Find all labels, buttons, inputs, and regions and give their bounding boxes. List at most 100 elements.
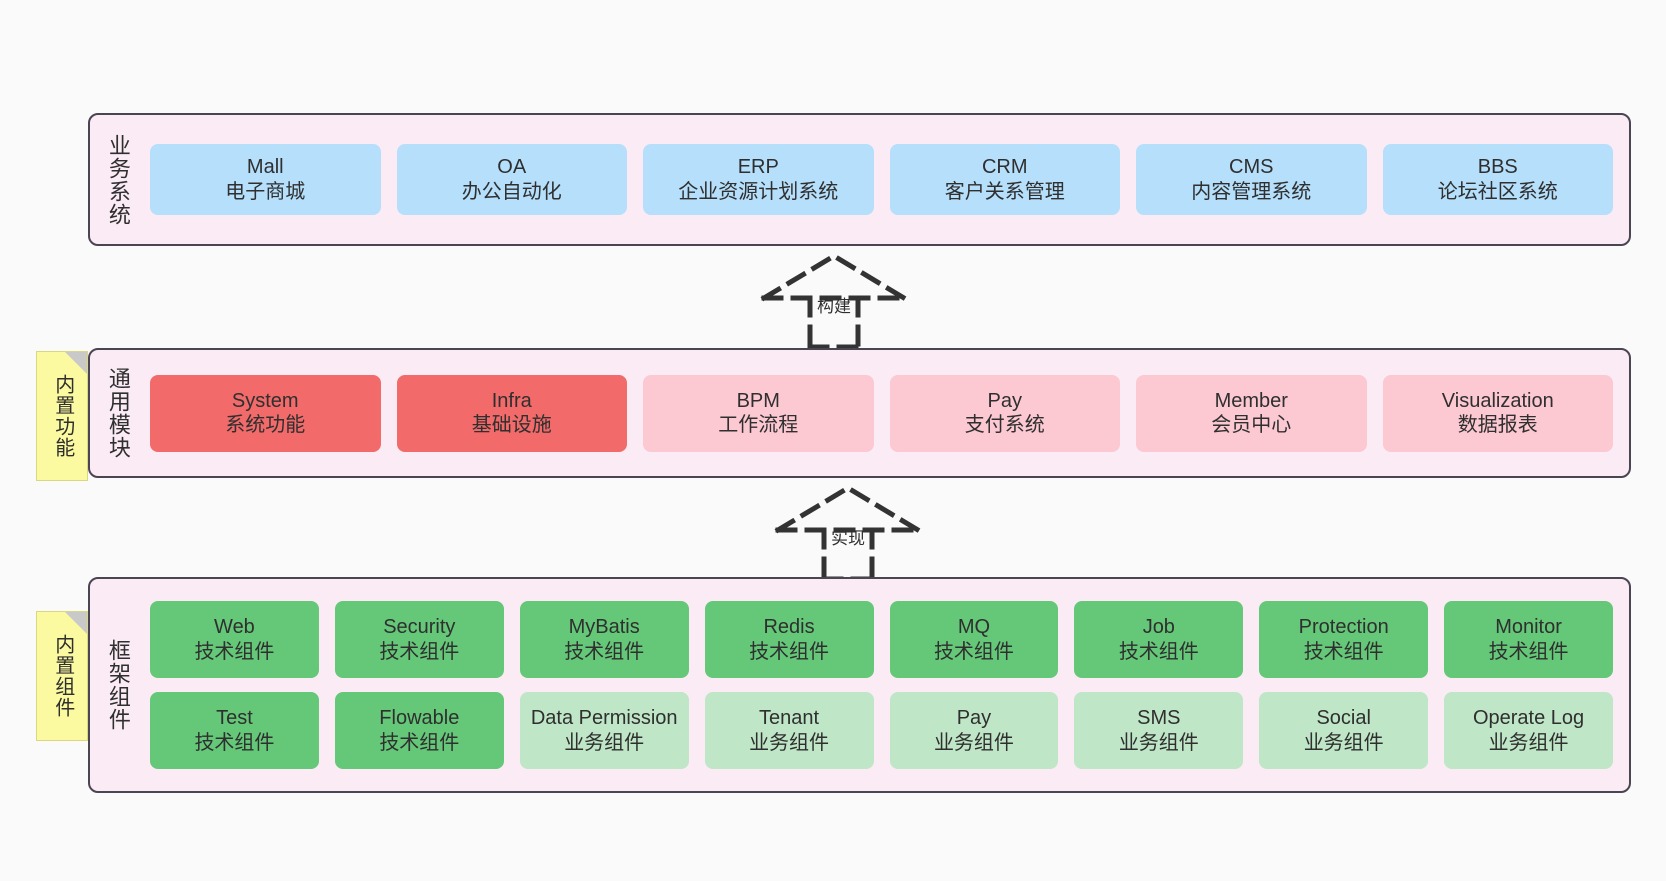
dashed-hollow-arrow-icon: [760, 253, 908, 353]
node-subtitle: 业务组件: [1303, 731, 1384, 754]
note-label: 内置组件: [51, 634, 74, 718]
node-bbs[interactable]: BBS 论坛社区系统: [1382, 144, 1613, 215]
cell-row: Web 技术组件 Security 技术组件 MyBatis 技术组件 Redi…: [150, 601, 1613, 678]
node-title: Job: [1142, 616, 1175, 639]
node-title: Flowable: [379, 707, 460, 730]
node-title: Protection: [1298, 616, 1389, 639]
node-tenant[interactable]: Tenant 业务组件: [704, 692, 874, 769]
node-subtitle: 企业资源计划系统: [678, 180, 839, 203]
connector-build: 构建: [744, 250, 924, 353]
node-erp[interactable]: ERP 企业资源计划系统: [643, 144, 874, 215]
node-mybatis[interactable]: MyBatis 技术组件: [519, 601, 689, 678]
layer-title-business-systems: 业务系统: [105, 133, 131, 226]
node-flowable[interactable]: Flowable 技术组件: [334, 692, 504, 769]
node-test[interactable]: Test 技术组件: [150, 692, 319, 769]
node-title: Security: [383, 616, 456, 639]
dashed-hollow-arrow-icon: [774, 485, 922, 585]
layer-body-business-systems: Mall 电子商城 OA 办公自动化 ERP 企业资源计划系统 CRM 客户关系…: [146, 115, 1629, 244]
node-subtitle: 办公自动化: [461, 180, 562, 203]
note-label: 内置功能: [51, 374, 74, 458]
node-crm[interactable]: CRM 客户关系管理: [889, 144, 1120, 215]
connector-implement: 实现: [758, 482, 938, 585]
node-title: CRM: [981, 156, 1028, 179]
cell-row: System 系统功能 Infra 基础设施 BPM 工作流程 Pay 支付系统…: [150, 374, 1613, 452]
node-subtitle: 业务组件: [749, 731, 830, 754]
node-subtitle: 技术组件: [564, 640, 645, 663]
node-subtitle: 系统功能: [225, 414, 306, 436]
node-job[interactable]: Job 技术组件: [1074, 601, 1244, 678]
layer-common-modules: 通用模块 System 系统功能 Infra 基础设施 BPM 工作流程 Pay…: [88, 348, 1631, 478]
node-visualization[interactable]: Visualization 数据报表: [1382, 374, 1613, 452]
node-system[interactable]: System 系统功能: [150, 374, 381, 452]
node-subtitle: 业务组件: [933, 731, 1014, 754]
layer-title-framework-components: 框架组件: [105, 639, 131, 731]
node-title: Web: [214, 616, 255, 639]
node-title: Social: [1316, 707, 1371, 730]
node-subtitle: 内容管理系统: [1191, 180, 1312, 203]
node-sms[interactable]: SMS 业务组件: [1074, 692, 1244, 769]
node-subtitle: 业务组件: [564, 731, 645, 754]
node-cms[interactable]: CMS 内容管理系统: [1136, 144, 1367, 215]
node-data-permission[interactable]: Data Permission 业务组件: [519, 692, 689, 769]
node-subtitle: 基础设施: [471, 414, 552, 436]
node-title: Visualization: [1441, 389, 1554, 412]
node-oa[interactable]: OA 办公自动化: [396, 144, 627, 215]
node-title: Infra: [491, 389, 532, 412]
node-member[interactable]: Member 会员中心: [1136, 374, 1367, 452]
cell-row: Mall 电子商城 OA 办公自动化 ERP 企业资源计划系统 CRM 客户关系…: [150, 144, 1613, 215]
node-title: Monitor: [1495, 616, 1562, 639]
node-security[interactable]: Security 技术组件: [334, 601, 504, 678]
node-title: OA: [497, 156, 527, 179]
node-protection[interactable]: Protection 技术组件: [1259, 601, 1429, 678]
node-redis[interactable]: Redis 技术组件: [704, 601, 874, 678]
node-title: MyBatis: [568, 616, 640, 639]
node-title: Member: [1214, 389, 1288, 412]
node-title: MQ: [957, 616, 991, 639]
node-subtitle: 技术组件: [194, 731, 275, 754]
node-subtitle: 技术组件: [379, 731, 460, 754]
node-subtitle: 技术组件: [933, 640, 1014, 663]
layer-business-systems: 业务系统 Mall 电子商城 OA 办公自动化 ERP 企业资源计划系统 CRM…: [88, 113, 1631, 246]
node-web[interactable]: Web 技术组件: [150, 601, 319, 678]
note-builtin-components: 内置组件: [36, 611, 88, 741]
node-subtitle: 业务组件: [1488, 731, 1569, 754]
node-bpm[interactable]: BPM 工作流程: [643, 374, 874, 452]
node-subtitle: 技术组件: [1488, 640, 1569, 663]
node-subtitle: 工作流程: [718, 414, 799, 436]
node-monitor[interactable]: Monitor 技术组件: [1444, 601, 1613, 678]
node-title: SMS: [1137, 707, 1181, 730]
layer-framework-components: 框架组件 Web 技术组件 Security 技术组件 MyBatis 技术组件…: [88, 577, 1631, 793]
node-subtitle: 客户关系管理: [944, 180, 1065, 203]
node-mall[interactable]: Mall 电子商城: [150, 144, 381, 215]
node-subtitle: 论坛社区系统: [1437, 180, 1558, 203]
node-title: Pay: [987, 389, 1022, 412]
node-title: Redis: [763, 616, 815, 639]
node-title: Test: [216, 707, 253, 730]
node-pay-component[interactable]: Pay 业务组件: [889, 692, 1059, 769]
node-infra[interactable]: Infra 基础设施: [396, 374, 627, 452]
node-title: BBS: [1477, 156, 1518, 179]
node-social[interactable]: Social 业务组件: [1259, 692, 1429, 769]
node-subtitle: 技术组件: [1303, 640, 1384, 663]
node-title: Pay: [956, 707, 992, 730]
layer-title-common-modules: 通用模块: [105, 367, 131, 459]
node-subtitle: 技术组件: [194, 640, 275, 663]
node-title: Data Permission: [530, 707, 678, 730]
node-subtitle: 技术组件: [749, 640, 830, 663]
node-subtitle: 业务组件: [1118, 731, 1199, 754]
note-builtin-functions: 内置功能: [36, 351, 88, 481]
node-title: Operate Log: [1472, 707, 1585, 730]
node-title: Tenant: [759, 707, 820, 730]
node-operate-log[interactable]: Operate Log 业务组件: [1444, 692, 1613, 769]
node-subtitle: 技术组件: [379, 640, 460, 663]
node-title: CMS: [1229, 156, 1274, 179]
node-subtitle: 技术组件: [1118, 640, 1199, 663]
node-title: BPM: [736, 389, 780, 412]
node-title: Mall: [246, 156, 284, 179]
node-subtitle: 数据报表: [1457, 414, 1538, 436]
node-subtitle: 会员中心: [1211, 414, 1292, 436]
layer-body-common-modules: System 系统功能 Infra 基础设施 BPM 工作流程 Pay 支付系统…: [146, 350, 1629, 476]
node-pay[interactable]: Pay 支付系统: [889, 374, 1120, 452]
node-mq[interactable]: MQ 技术组件: [889, 601, 1059, 678]
